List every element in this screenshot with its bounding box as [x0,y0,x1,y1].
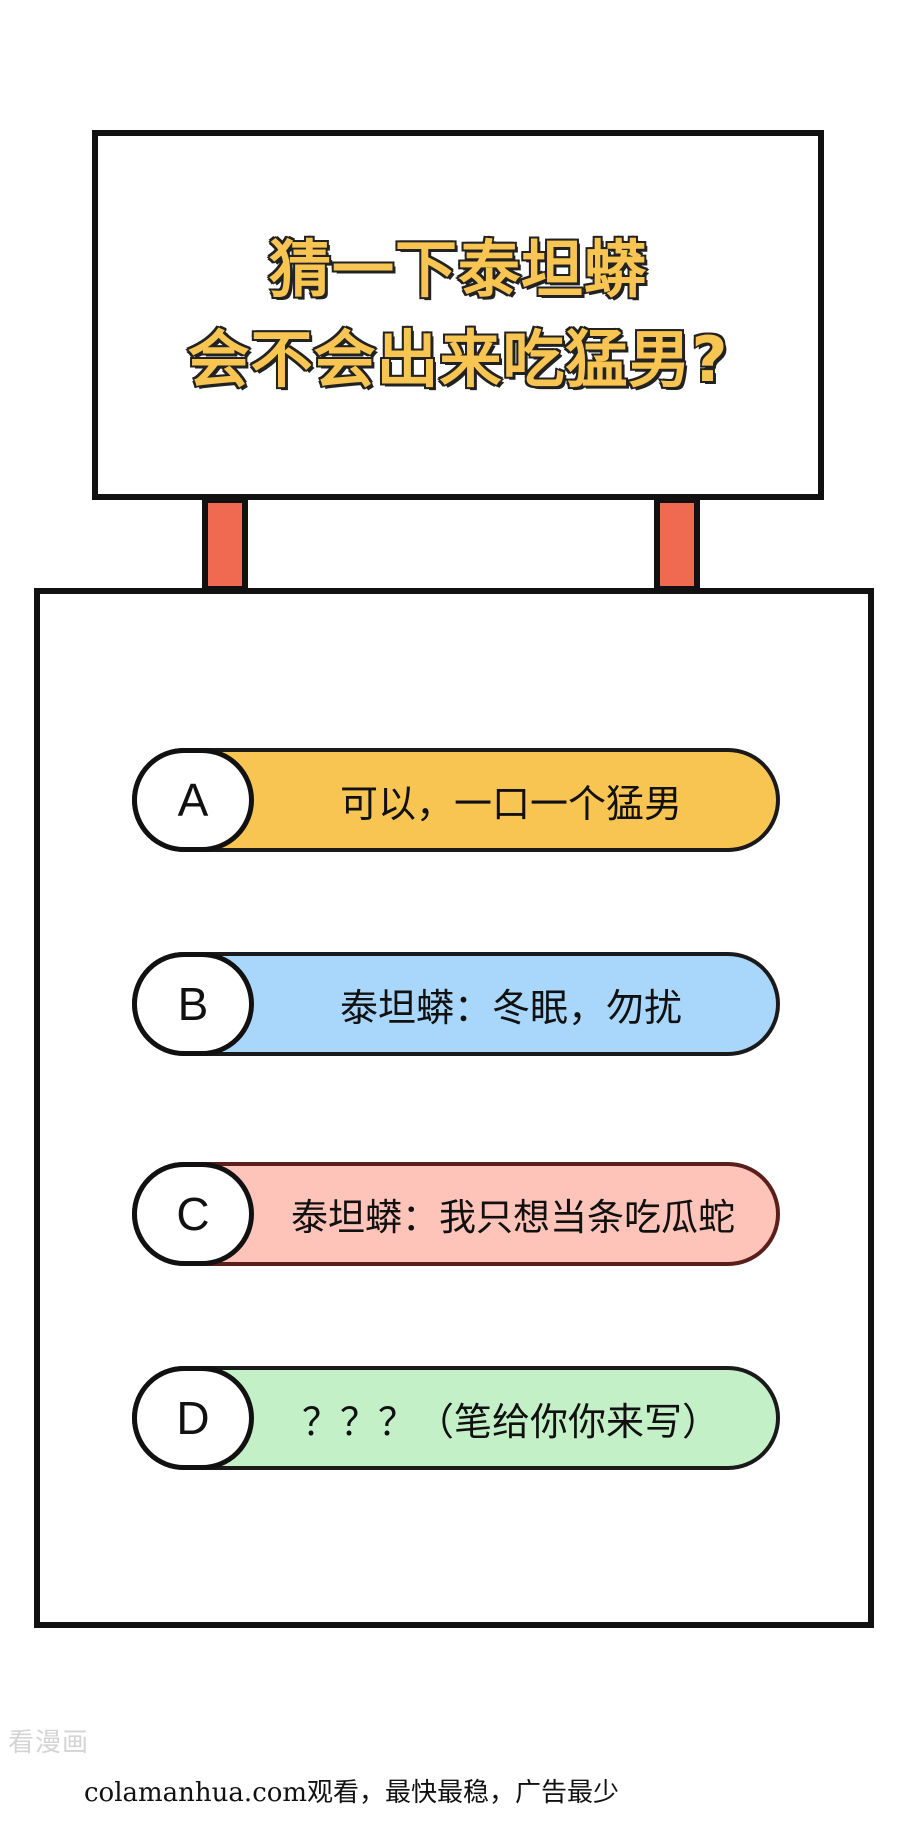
option-c[interactable]: C 泰坦蟒：我只想当条吃瓜蛇 [132,1162,780,1266]
sign-post-left [202,497,248,592]
option-d[interactable]: D ？？？（笔给你你来写） [132,1366,780,1470]
option-c-letter: C [132,1162,254,1266]
option-d-letter: D [132,1366,254,1470]
option-b[interactable]: B 泰坦蟒：冬眠，勿扰 [132,952,780,1056]
title-line-1: 猜一下泰坦蟒 [267,232,647,308]
option-a-text: 可以，一口一个猛男 [339,781,682,826]
option-b-text: 泰坦蟒：冬眠，勿扰 [339,985,682,1030]
title-line-2: 会不会出来吃猛男? [186,322,729,398]
options-board: A 可以，一口一个猛男 B 泰坦蟒：冬眠，勿扰 C 泰坦蟒：我只想当条吃瓜蛇 D… [34,588,874,1628]
footer-text: colamanhua.com观看，最快最稳，广告最少 [84,1778,620,1808]
sign-post-right [654,497,700,592]
watermark-logo: 看漫画 [8,1728,90,1758]
option-c-text: 泰坦蟒：我只想当条吃瓜蛇 [291,1196,735,1239]
option-b-letter: B [132,952,254,1056]
option-a-letter: A [132,748,254,852]
option-d-text: ？？？（笔给你你来写） [301,1399,720,1444]
title-sign: 猜一下泰坦蟒 会不会出来吃猛男? [92,130,824,500]
option-a[interactable]: A 可以，一口一个猛男 [132,748,780,852]
